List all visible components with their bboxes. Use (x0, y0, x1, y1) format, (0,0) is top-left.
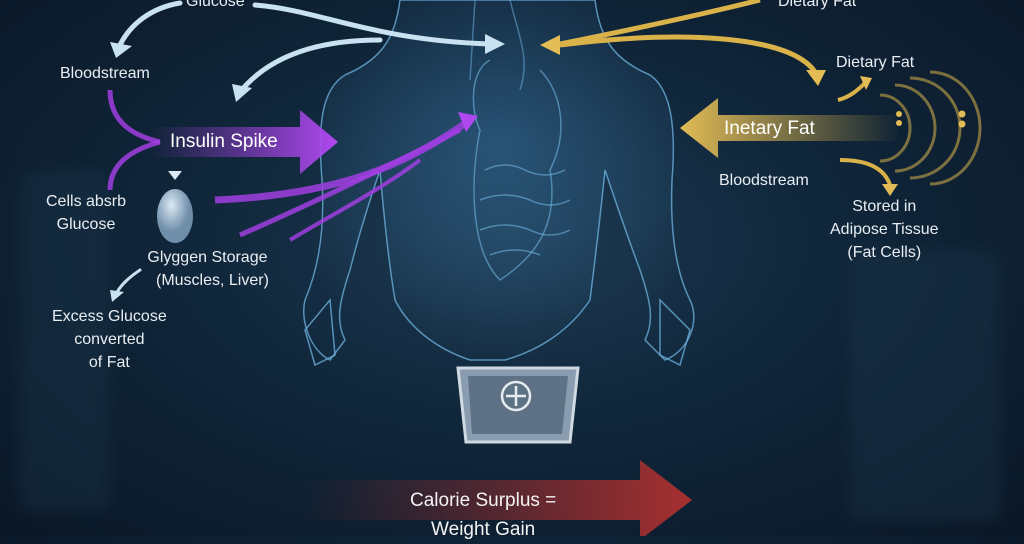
label-glucose: Glucose (186, 0, 245, 10)
label-line: Adipose Tissue (830, 221, 939, 238)
insulin-spike-arrow (150, 110, 338, 174)
label-excess-glucose: Excess Glucose converted of Fat (52, 305, 167, 374)
plus-icon (500, 380, 532, 412)
fat-cell-rings (879, 70, 982, 186)
label-line: (Muscles, Liver) (156, 272, 269, 289)
label-line: Calorie Surplus = (410, 490, 557, 511)
label-dietary-fat-top: Dietary Fat (778, 0, 857, 10)
label-line: of Fat (88, 354, 130, 371)
label-line: Stored in (852, 198, 917, 215)
label-calorie-surplus: Calorie Surplus = Weight Gain (410, 486, 556, 544)
label-cells-absorb: Cells absrb Glucose (46, 190, 126, 236)
label-bloodstream-left: Bloodstream (60, 65, 150, 82)
label-line: Excess Glucose (52, 308, 167, 325)
label-inetary-fat: Inetary Fat (724, 118, 815, 139)
label-stored-adipose: Stored in Adipose Tissue (Fat Cells) (830, 195, 939, 264)
human-body-illustration (303, 0, 695, 367)
calorie-surplus-arrow (300, 460, 692, 536)
label-line: Cells absrb (46, 193, 127, 210)
label-line: (Fat Cells) (847, 244, 922, 261)
label-insulin-spike: Insulin Spike (170, 131, 278, 152)
glucose-cell-icon (157, 189, 193, 243)
background-shape (850, 250, 1000, 520)
background-shape (20, 170, 110, 510)
label-glycogen-storage: Glyggen Storage (Muscles, Liver) (146, 246, 269, 292)
scale-icon (456, 366, 580, 444)
label-line: Glyggen Storage (147, 249, 268, 266)
label-line: Glucose (56, 216, 116, 233)
fat-arrows (554, 0, 892, 186)
label-line: converted (74, 331, 145, 348)
dietary-fat-arrow (680, 98, 900, 158)
label-bloodstream-right: Bloodstream (719, 172, 809, 189)
label-line: Weight Gain (431, 519, 536, 540)
label-dietary-fat: Dietary Fat (836, 54, 915, 71)
